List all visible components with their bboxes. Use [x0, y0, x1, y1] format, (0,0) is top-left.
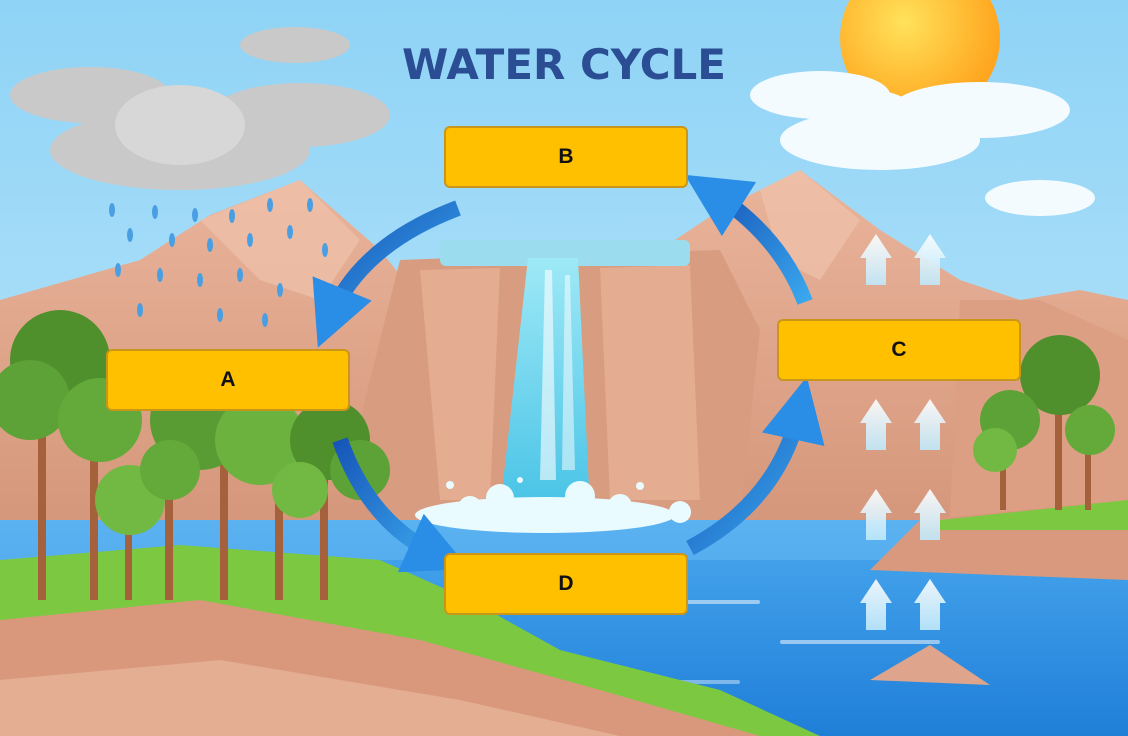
evaporation-arrow-icon	[860, 234, 946, 630]
foam	[415, 477, 691, 533]
cycle-arrow-icon	[312, 174, 825, 573]
label-box-b[interactable]: B	[444, 126, 688, 188]
cloud-icon	[750, 71, 1095, 216]
rain-cloud-icon	[10, 27, 390, 190]
label-box-d[interactable]: D	[444, 553, 688, 615]
label-box-c[interactable]: C	[777, 319, 1021, 381]
label-box-a[interactable]: A	[106, 349, 350, 411]
page-title: WATER CYCLE	[401, 40, 726, 89]
tree-icon	[973, 335, 1115, 510]
raindrops	[109, 198, 328, 327]
